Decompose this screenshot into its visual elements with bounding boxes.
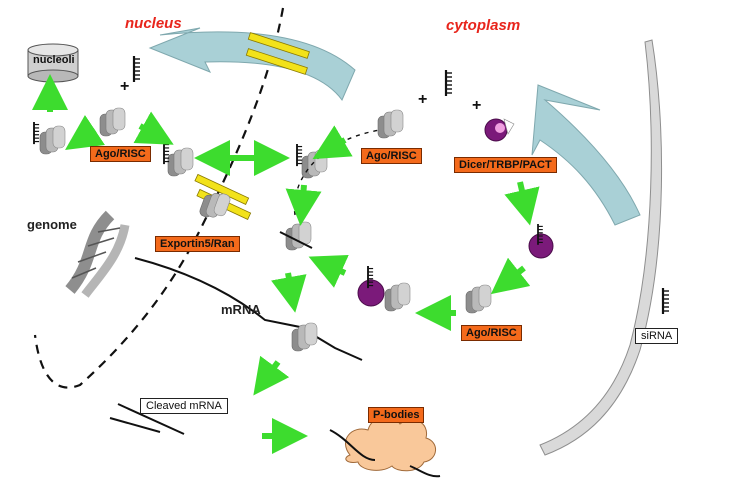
mrna-label: mRNA [221,302,261,317]
cell-membrane-arrow [539,39,663,456]
dicer-trbp-pact-label: Dicer/TRBP/PACT [454,157,557,173]
dicer-complex-icon [484,118,515,142]
ago-protein-icon [99,107,126,137]
mrna-strand [134,257,363,361]
exportin5-ran-label: Exportin5/Ran [155,236,240,252]
dicer-complex-icon [528,233,554,259]
sirna-label: siRNA [635,328,679,344]
nuclear-pore-icon [245,32,310,75]
export-curved-arrow [148,27,356,101]
ago-protein-icon [39,125,66,155]
ago-protein-icon [384,282,411,312]
cytoplasm-title: cytoplasm [446,17,521,34]
exportin-pore-icon [194,173,252,224]
nucleoli-label: nucleoli [33,54,75,66]
p-body-cloud-icon [329,416,441,478]
small-rna-icon [132,54,142,84]
cleaved-mrna-fragment [109,417,161,433]
plus-sign: + [472,97,482,114]
small-rna-icon [444,68,454,98]
nucleus-title: nucleus [125,15,182,32]
p-bodies-label: P-bodies [368,407,425,423]
plus-sign: + [418,91,428,108]
dna-helix-icon [65,210,130,298]
flow-arrows [32,74,540,454]
small-rna-icon [296,143,304,168]
small-rna-icon [33,121,41,146]
ago-protein-icon [377,109,404,139]
ago-protein-icon [291,322,318,352]
sirna-entry-curved-arrow [531,84,641,226]
cleaved-mrna-fragment [117,403,185,435]
dicer-complex-icon [357,279,385,307]
ago-protein-icon [465,284,492,314]
plus-sign: + [120,78,130,95]
nuclear-envelope [33,7,285,389]
ago-risc-label-bottom: Ago/RISC [461,325,522,341]
ago-protein-icon [301,149,328,179]
small-rna-icon [661,286,671,316]
genome-label: genome [27,217,77,232]
ago-risc-label-nucleus: Ago/RISC [90,146,151,162]
ago-protein-icon [167,147,194,177]
ago-risc-label-cytoplasm: Ago/RISC [361,148,422,164]
cleaved-mrna-label: Cleaved mRNA [140,398,228,414]
